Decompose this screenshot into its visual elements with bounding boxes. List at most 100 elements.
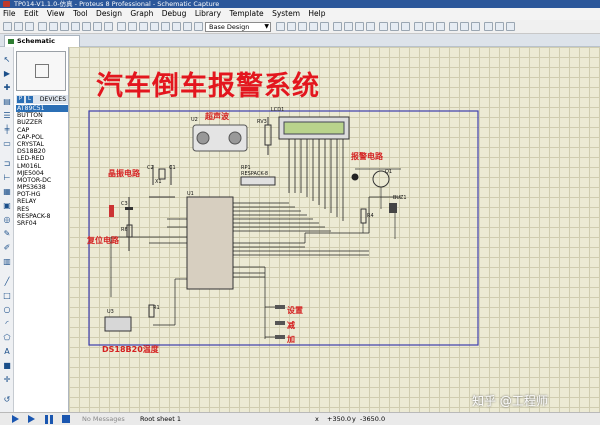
marker-2d-icon[interactable]: ✛ xyxy=(3,375,11,384)
path-2d-icon[interactable]: ⬠ xyxy=(3,333,11,342)
menu-template[interactable]: Template xyxy=(229,9,264,18)
text-script-icon[interactable]: ☰ xyxy=(3,111,11,120)
respack-8[interactable] xyxy=(240,176,276,186)
line-2d-icon[interactable]: ╱ xyxy=(4,277,10,286)
block-rotate-icon[interactable] xyxy=(355,22,364,31)
junction-dot-icon[interactable]: ✚ xyxy=(3,83,11,92)
generator-icon[interactable]: ◎ xyxy=(3,215,11,224)
device-list-item[interactable]: CRYSTAL xyxy=(17,140,44,148)
device-list-item[interactable]: CAP xyxy=(17,126,30,134)
zoom-in-icon[interactable] xyxy=(161,22,170,31)
menu-view[interactable]: View xyxy=(46,9,65,18)
device-list-item[interactable]: DS18B20 xyxy=(17,148,46,156)
ds18b20-sensor[interactable] xyxy=(104,316,132,332)
buses-icon[interactable]: ╪ xyxy=(4,125,10,134)
pause-icon[interactable] xyxy=(45,415,53,424)
device-list-item[interactable]: LED-RED xyxy=(17,155,45,163)
device-list-item[interactable]: MOTOR-DC xyxy=(17,176,52,184)
button-plus[interactable] xyxy=(275,335,285,339)
pan-icon[interactable] xyxy=(150,22,159,31)
current-probe-icon[interactable]: ✐ xyxy=(3,243,11,252)
new-file-icon[interactable] xyxy=(3,22,12,31)
menu-system[interactable]: System xyxy=(272,9,301,18)
exit-to-parent-icon[interactable] xyxy=(471,22,480,31)
device-list-item[interactable]: CAP-POL xyxy=(17,133,44,141)
electrical-rule-check-icon[interactable] xyxy=(495,22,504,31)
schematic-canvas[interactable]: LCD1 U2 RV3 RP1 RESPACK-8 U1 C1 C2 C3 X1… xyxy=(69,47,600,412)
arc-2d-icon[interactable]: ◜ xyxy=(5,319,9,328)
source-code-icon[interactable] xyxy=(104,22,113,31)
device-list-item[interactable]: LM016L xyxy=(17,162,42,170)
grid-toggle-icon[interactable] xyxy=(128,22,137,31)
gerber-icon[interactable] xyxy=(82,22,91,31)
buzzer-buz1[interactable] xyxy=(389,203,397,213)
reset-button[interactable] xyxy=(109,205,114,217)
device-pins-icon[interactable]: ⊢ xyxy=(3,173,11,182)
pcb-icon[interactable] xyxy=(60,22,69,31)
device-list-item[interactable]: RES xyxy=(17,205,30,213)
wire-autorouter-icon[interactable] xyxy=(414,22,423,31)
step-icon[interactable] xyxy=(28,415,35,423)
bom-icon[interactable] xyxy=(93,22,102,31)
zoom-out-icon[interactable] xyxy=(172,22,181,31)
copy-icon[interactable] xyxy=(309,22,318,31)
home-icon[interactable] xyxy=(38,22,47,31)
box-2d-icon[interactable]: □ xyxy=(3,291,11,300)
subcircuit-icon[interactable]: ▭ xyxy=(3,139,11,148)
resistor-r4[interactable] xyxy=(360,208,367,224)
menu-edit[interactable]: Edit xyxy=(23,9,39,18)
menu-design[interactable]: Design xyxy=(96,9,122,18)
schematic-icon[interactable] xyxy=(49,22,58,31)
cut-icon[interactable] xyxy=(298,22,307,31)
overview-window[interactable] xyxy=(16,51,66,91)
netlist-transfer-icon[interactable] xyxy=(506,22,515,31)
make-device-icon[interactable] xyxy=(390,22,399,31)
pick-device-icon[interactable] xyxy=(379,22,388,31)
new-sheet-icon[interactable] xyxy=(449,22,458,31)
text-2d-icon[interactable]: A xyxy=(4,347,10,356)
symbol-2d-icon[interactable]: ■ xyxy=(3,361,11,370)
menu-debug[interactable]: Debug xyxy=(161,9,187,18)
device-list-item[interactable]: AT89C51 xyxy=(16,105,68,113)
button-minus[interactable] xyxy=(275,321,285,325)
origin-icon[interactable] xyxy=(139,22,148,31)
redo-icon[interactable] xyxy=(287,22,296,31)
library-manager-button[interactable]: L xyxy=(26,96,33,103)
device-list-item[interactable]: POT-HG xyxy=(17,191,41,199)
graph-mode-icon[interactable]: ▦ xyxy=(3,187,11,196)
device-list-item[interactable]: RELAY xyxy=(17,198,37,206)
zoom-all-icon[interactable] xyxy=(183,22,192,31)
zoom-area-icon[interactable] xyxy=(194,22,203,31)
pick-from-library-button[interactable]: P xyxy=(17,96,24,103)
refresh-icon[interactable] xyxy=(117,22,126,31)
resistor-r1[interactable] xyxy=(148,304,155,318)
3d-view-icon[interactable] xyxy=(71,22,80,31)
ultrasonic-module[interactable] xyxy=(192,124,248,152)
bill-of-materials-icon[interactable] xyxy=(484,22,493,31)
device-list-item[interactable]: BUTTON xyxy=(17,112,43,120)
circle-2d-icon[interactable]: ○ xyxy=(3,305,11,314)
block-move-icon[interactable] xyxy=(344,22,353,31)
device-list-item[interactable]: SRF04 xyxy=(17,220,37,227)
menu-graph[interactable]: Graph xyxy=(130,9,154,18)
device-list-item[interactable]: BUZZER xyxy=(17,119,43,127)
rotate-ccw-icon[interactable]: ↺ xyxy=(3,395,11,404)
terminals-icon[interactable]: ⊐ xyxy=(3,159,11,168)
menu-library[interactable]: Library xyxy=(194,9,222,18)
stop-icon[interactable] xyxy=(62,415,70,423)
voltage-probe-icon[interactable]: ✎ xyxy=(3,229,11,238)
menu-help[interactable]: Help xyxy=(308,9,326,18)
block-copy-icon[interactable] xyxy=(333,22,342,31)
device-list-item[interactable]: MJE5004 xyxy=(17,169,44,177)
virtual-instruments-icon[interactable]: ▥ xyxy=(3,257,11,266)
alarm-led[interactable] xyxy=(351,173,359,181)
mcu-at89c51[interactable] xyxy=(186,196,234,290)
menu-file[interactable]: File xyxy=(3,9,16,18)
crystal-x1[interactable] xyxy=(158,168,166,180)
message-status[interactable]: No Messages xyxy=(82,415,125,423)
property-assignment-icon[interactable] xyxy=(436,22,445,31)
device-list-item[interactable]: MPS3638 xyxy=(17,184,46,192)
tape-recorder-icon[interactable]: ▣ xyxy=(3,201,11,210)
play-icon[interactable] xyxy=(12,415,19,423)
design-variant-select[interactable]: Base Design ▼ xyxy=(205,22,271,32)
